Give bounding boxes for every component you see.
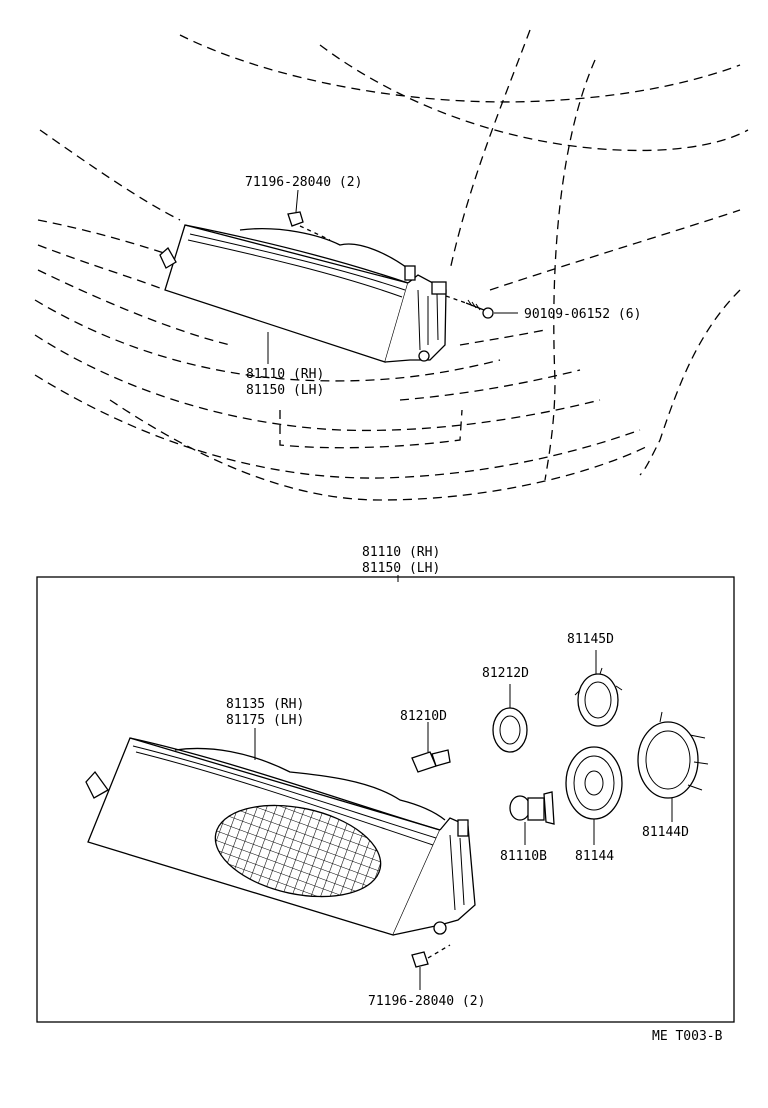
top-screw-label: 90109-06152 (6) (524, 307, 641, 322)
bottom-clip-71196 (411, 944, 451, 990)
reflector-81144 (565, 746, 623, 845)
label-81145d: 81145D (567, 632, 614, 647)
detail-headlamp-assembly (85, 737, 476, 936)
detail-frame (36, 576, 735, 1023)
top-clip-71196 (287, 189, 331, 241)
top-screw-90109 (445, 295, 518, 319)
label-81210d: 81210D (400, 709, 447, 724)
top-clip-label: 71196-28040 (2) (245, 175, 362, 190)
top-assy-label-lh: 81150 (LH) (246, 383, 324, 398)
label-81144: 81144 (575, 849, 614, 864)
label-81144d: 81144D (642, 825, 689, 840)
label-81212d: 81212D (482, 666, 529, 681)
socket-81210d (411, 722, 451, 773)
lens-label-lh: 81175 (LH) (226, 713, 304, 728)
top-headlamp-assembly (159, 224, 447, 363)
detail-assy-label-rh: 81110 (RH) (362, 545, 440, 560)
vehicle-body-outline (34, 29, 749, 501)
detail-assy-label-lh: 81150 (LH) (362, 561, 440, 576)
top-assy-label-rh: 81110 (RH) (246, 367, 324, 382)
diagram-code: ME T003-B (652, 1029, 723, 1044)
lens-label-rh: 81135 (RH) (226, 697, 304, 712)
retainer-81145d (574, 650, 623, 727)
bulb-ring-81212d (492, 684, 528, 753)
cover-81144d (637, 711, 709, 822)
bulb-81110b (509, 791, 555, 845)
bottom-clip-label: 71196-28040 (2) (368, 994, 485, 1009)
label-81110b: 81110B (500, 849, 547, 864)
